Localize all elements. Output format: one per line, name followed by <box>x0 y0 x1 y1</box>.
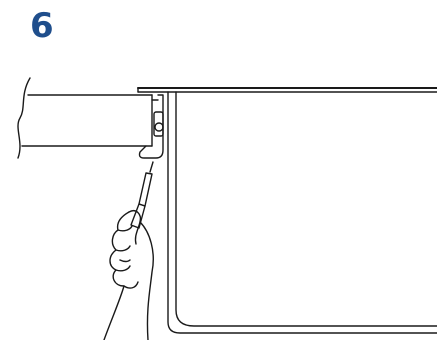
mounting-clip <box>138 94 164 159</box>
sink-rim <box>137 87 437 93</box>
screwdriver <box>130 161 154 229</box>
step-number: 6 <box>30 6 54 46</box>
countertop-cutaway <box>17 77 153 159</box>
sink-basin <box>167 91 437 334</box>
hand <box>103 210 154 340</box>
